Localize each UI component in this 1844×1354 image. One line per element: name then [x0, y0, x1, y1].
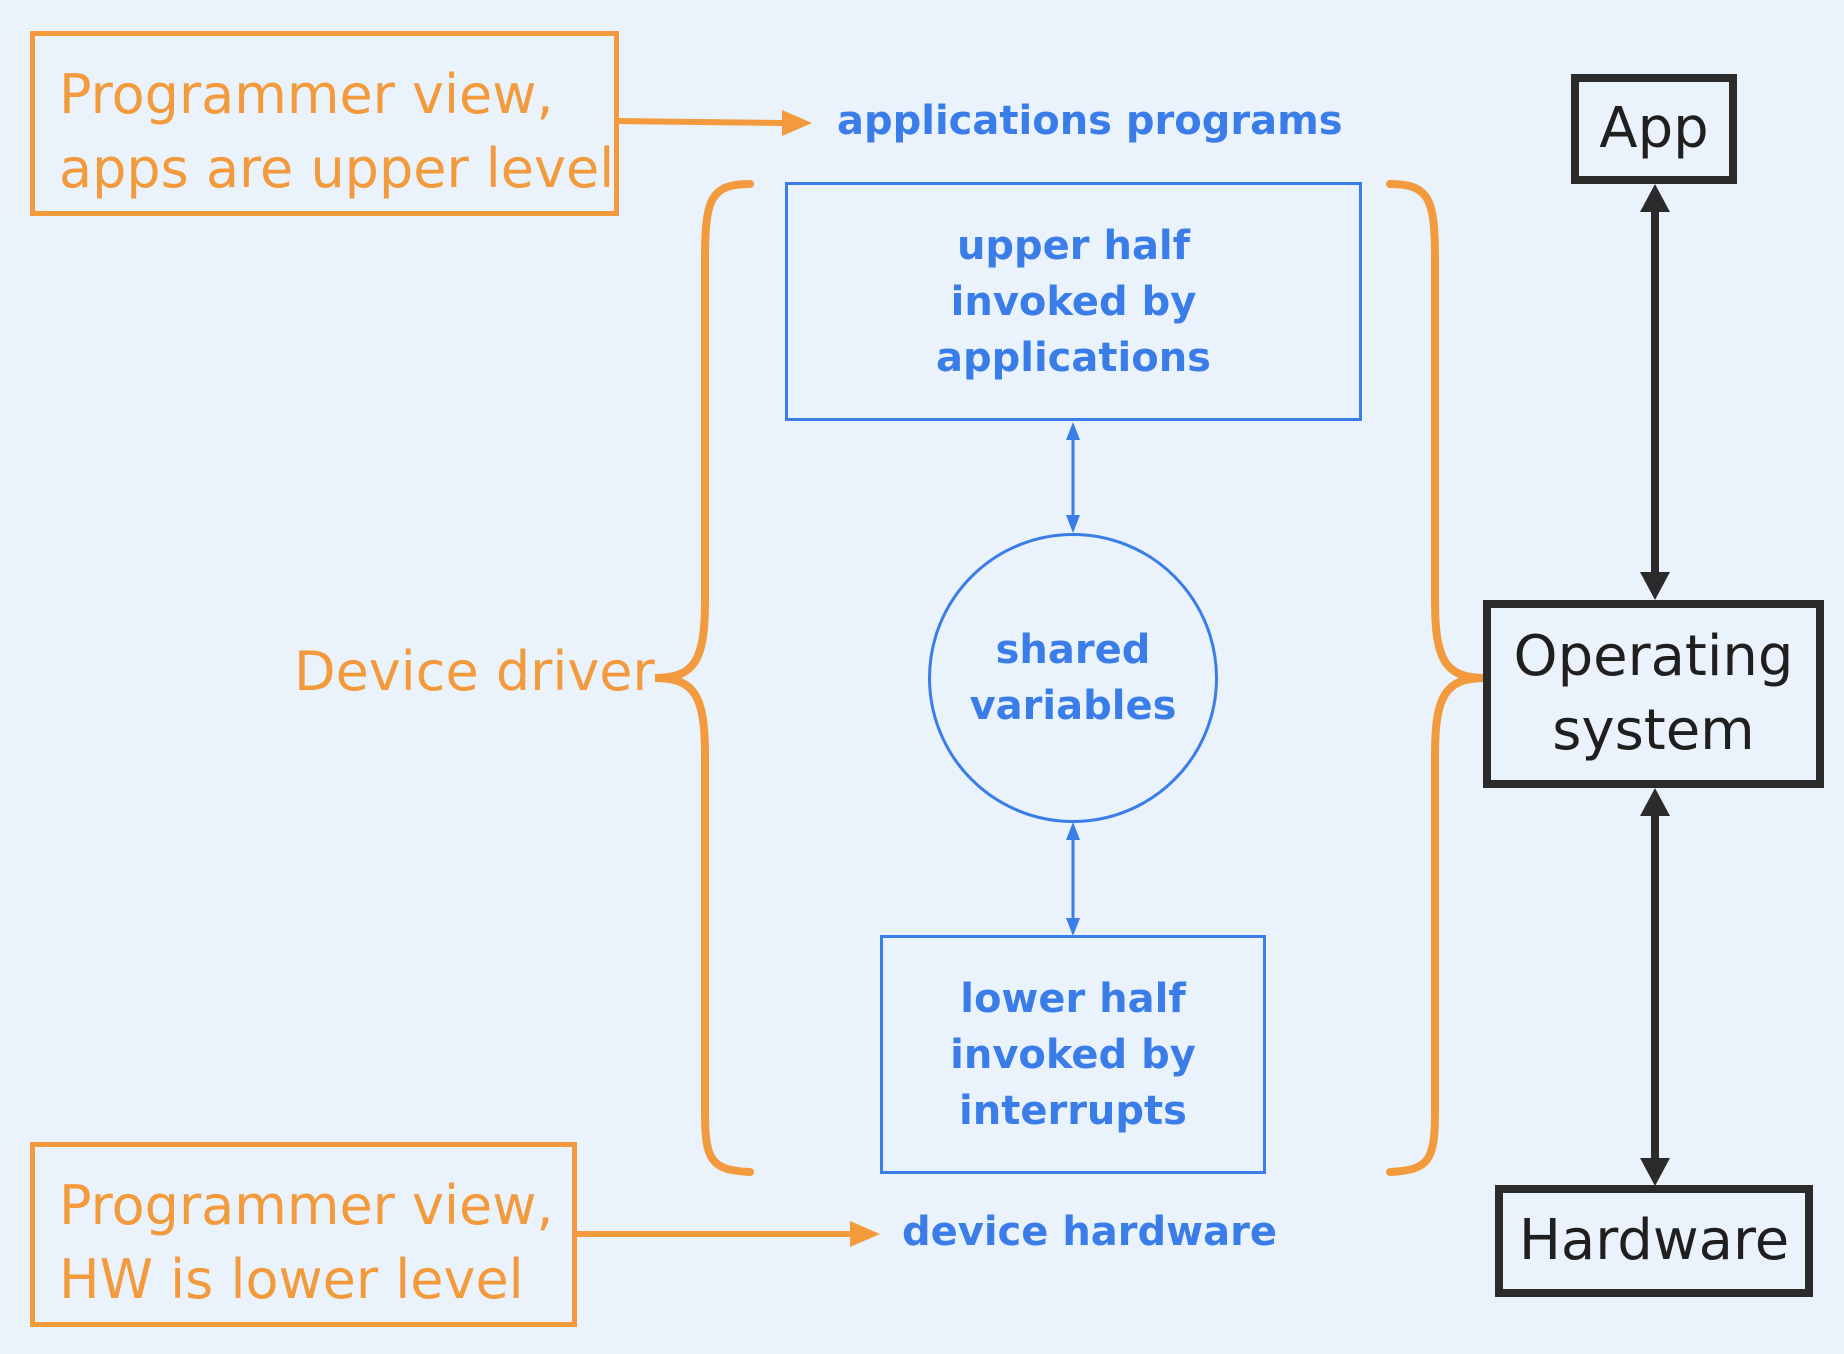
callout-hw-lower-line2: HW is lower level	[59, 1248, 524, 1311]
app-os-arrowhead-up	[1640, 184, 1670, 212]
shared-variables-line2: variables	[969, 683, 1177, 729]
callout-top-arrow	[617, 118, 786, 126]
operating-system-line1: Operating	[1513, 624, 1794, 689]
callout-apps-upper-line1: Programmer view,	[59, 63, 554, 126]
callout-hw-lower: Programmer view, HW is lower level	[30, 1142, 577, 1327]
upper-half-line3: applications	[936, 334, 1211, 381]
lower-half-line2: invoked by	[950, 1031, 1196, 1078]
upper-half-line1: upper half	[956, 222, 1191, 269]
hardware-label: Hardware	[1518, 1208, 1790, 1273]
upper-shared-arrowhead-down	[1066, 515, 1080, 533]
os-hardware-arrowhead-up	[1640, 788, 1670, 816]
callout-apps-upper: Programmer view, apps are upper level	[30, 31, 619, 216]
lower-half-line1: lower half	[960, 975, 1186, 1022]
shared-variables-circle: shared variables	[928, 533, 1218, 823]
shared-lower-arrowhead-up	[1066, 822, 1080, 840]
callout-apps-upper-line2: apps are upper level	[59, 137, 615, 200]
lower-half-box: lower half invoked by interrupts	[880, 935, 1266, 1174]
callout-top-arrowhead	[782, 110, 812, 136]
left-brace	[654, 180, 754, 1176]
hardware-box: Hardware	[1495, 1185, 1813, 1297]
operating-system-line2: system	[1552, 698, 1755, 763]
os-hardware-arrowhead-down	[1640, 1158, 1670, 1186]
upper-half-line2: invoked by	[950, 278, 1197, 325]
callout-bottom-arrowhead	[850, 1221, 880, 1247]
device-driver-label: Device driver	[294, 640, 655, 703]
operating-system-box: Operating system	[1483, 600, 1824, 788]
shared-variables-line1: shared	[995, 627, 1151, 673]
app-label: App	[1599, 96, 1709, 161]
applications-programs-label: applications programs	[837, 98, 1343, 144]
upper-shared-arrowhead-up	[1066, 422, 1080, 440]
lower-half-line3: interrupts	[959, 1087, 1187, 1134]
callout-hw-lower-line1: Programmer view,	[59, 1174, 554, 1237]
app-os-arrowhead-down	[1640, 572, 1670, 600]
right-brace	[1386, 180, 1486, 1176]
app-box: App	[1571, 74, 1737, 184]
shared-lower-arrowhead-down	[1066, 918, 1080, 936]
device-hardware-label: device hardware	[902, 1209, 1277, 1255]
upper-half-box: upper half invoked by applications	[785, 182, 1362, 421]
